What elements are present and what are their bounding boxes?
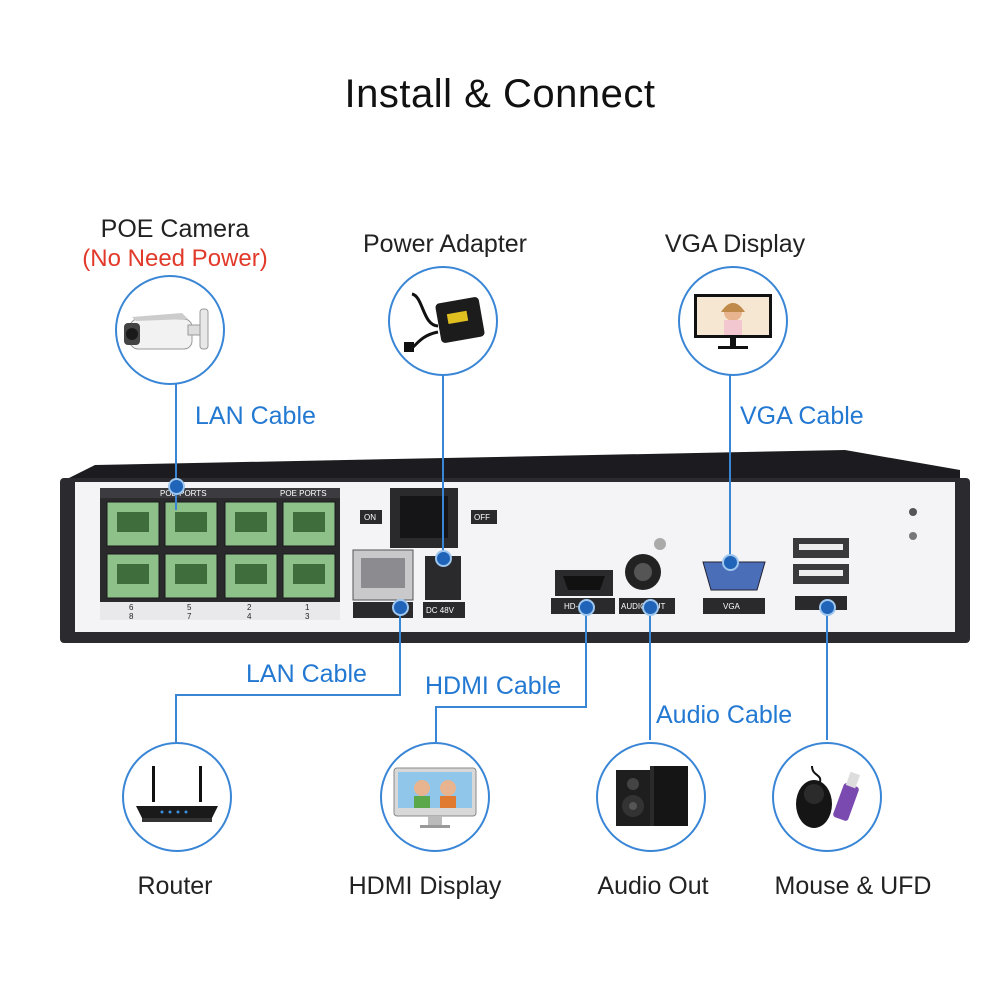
- port-number: 8: [129, 612, 134, 621]
- port-number: 6: [129, 603, 134, 612]
- poe-camera-note: (No Need Power): [82, 245, 268, 272]
- connector-dot: [578, 599, 595, 616]
- poe-camera-label: POE Camera: [100, 215, 250, 243]
- port-number: 4: [247, 612, 252, 621]
- poe-ports-right-label: POE PORTS: [280, 489, 327, 498]
- lan-cable-bottom-label: LAN Cable: [246, 660, 367, 688]
- connector-dot: [642, 599, 659, 616]
- lan-cable-top-line: [175, 330, 177, 510]
- port-number: 7: [187, 612, 192, 621]
- lan-cable-bottom-line: [175, 694, 401, 696]
- hdmi-cable-line: [435, 706, 587, 708]
- hdmi-cable-line: [585, 605, 587, 707]
- lan-cable-top-label: LAN Cable: [195, 402, 316, 430]
- router-label: Router: [137, 872, 213, 900]
- connector-dot: [392, 599, 409, 616]
- connector-dot: [819, 599, 836, 616]
- poe-ports-left-label: POE PORTS: [160, 489, 207, 498]
- switch-off-label: OFF: [474, 513, 490, 522]
- security-camera-icon: [115, 275, 225, 385]
- connector-dot: [168, 478, 185, 495]
- lan-cable-bottom-line: [399, 605, 401, 695]
- switch-on-label: ON: [364, 513, 376, 522]
- usb-cable-line: [826, 605, 828, 740]
- port-number: 5: [187, 603, 192, 612]
- audio-out-label: Audio Out: [597, 872, 709, 900]
- port-number: 3: [305, 612, 310, 621]
- port-number: 2: [247, 603, 252, 612]
- power-adapter-icon: [388, 266, 498, 376]
- connector-dot: [435, 550, 452, 567]
- page-title: Install & Connect: [344, 72, 656, 116]
- vga-display-label: VGA Display: [664, 230, 806, 258]
- port-number: 1: [305, 603, 310, 612]
- mouse-usb-drive-icon: [772, 742, 882, 852]
- monitor-icon: [678, 266, 788, 376]
- speakers-icon: [596, 742, 706, 852]
- lan-cable-bottom-line: [175, 694, 177, 742]
- hdmi-cable-label: HDMI Cable: [425, 672, 562, 700]
- vga-label: VGA: [723, 602, 741, 611]
- dc-label: DC 48V: [426, 606, 455, 615]
- mouse-ufd-label: Mouse & UFD: [774, 872, 932, 900]
- hdmi-display-label: HDMI Display: [348, 872, 502, 900]
- hdmi-cable-line: [435, 706, 437, 742]
- imac-display-icon: [380, 742, 490, 852]
- vga-cable-label: VGA Cable: [740, 402, 864, 430]
- audio-cable-label: Audio Cable: [656, 701, 793, 729]
- power-adapter-label: Power Adapter: [363, 230, 527, 258]
- power-cable-line: [442, 370, 444, 556]
- connector-dot: [722, 554, 739, 571]
- nvr-rear-panel: POE PORTS POE PORTS 6 5 2 1 8 7 4 3 ON O…: [60, 450, 970, 643]
- audio-cable-line: [649, 605, 651, 740]
- vga-cable-line: [729, 370, 731, 560]
- router-icon: [122, 742, 232, 852]
